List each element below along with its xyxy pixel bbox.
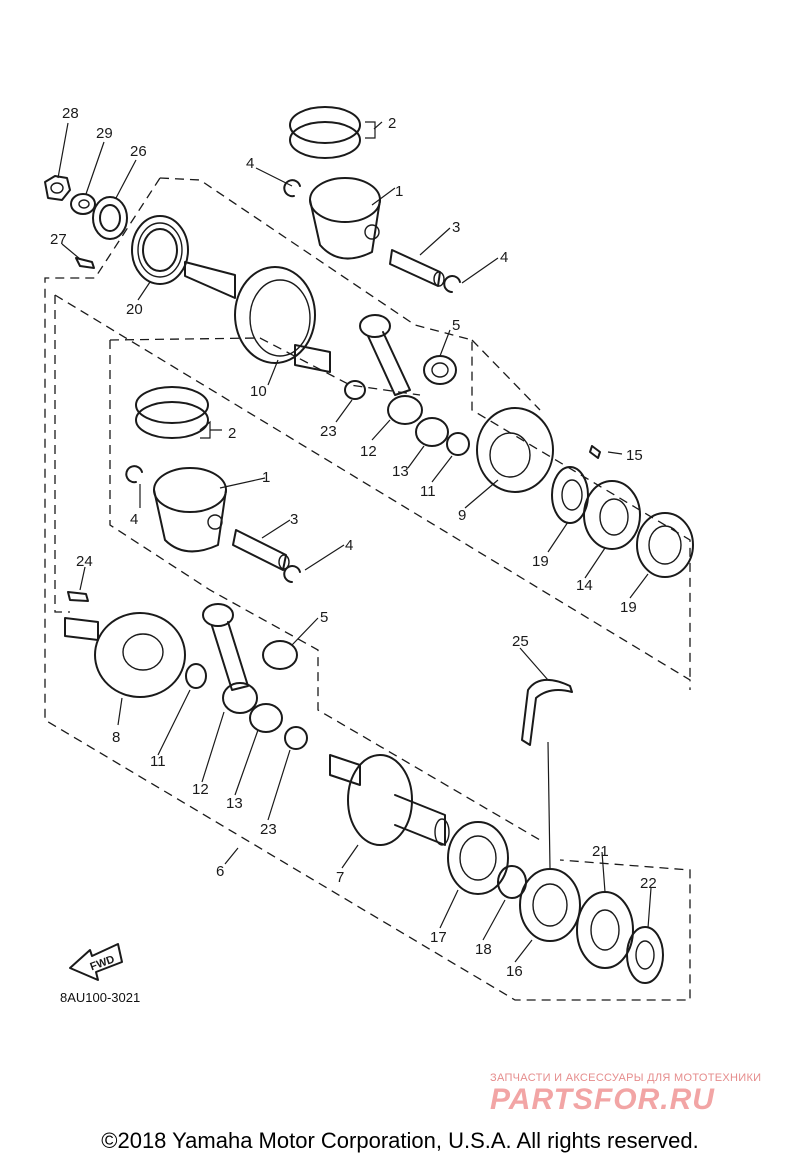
bearing-16 (519, 868, 581, 942)
label-6: 6 (216, 863, 224, 880)
crank-web-8 (64, 612, 186, 698)
piston-pin-3-lower (232, 529, 290, 571)
pin-15 (589, 445, 601, 459)
label-20: 20 (126, 301, 143, 318)
needle-bearing-5-upper (423, 355, 457, 385)
boundary-right (471, 339, 541, 411)
label-16: 16 (506, 963, 523, 980)
oil-seal-26 (92, 196, 128, 240)
label-3-lower: 3 (290, 511, 298, 528)
label-24: 24 (76, 553, 93, 570)
label-19-a: 19 (532, 553, 549, 570)
crankshaft-7 (329, 754, 450, 846)
label-4-lower-b: 4 (345, 537, 353, 554)
label-25: 25 (512, 633, 529, 650)
washer-23-lower (284, 726, 308, 750)
label-2-lower: 2 (228, 425, 236, 442)
label-9: 9 (458, 507, 466, 524)
needle-bearing-13-upper (415, 417, 449, 447)
piston-rings-2-upper (289, 106, 361, 159)
label-12-lower: 12 (192, 781, 209, 798)
piston-rings-2-lower (135, 386, 209, 439)
label-4-upper-a: 4 (246, 155, 254, 172)
label-1-upper: 1 (395, 183, 403, 200)
labyrinth-seal-14 (583, 480, 641, 550)
label-2-upper: 2 (388, 115, 396, 132)
label-8: 8 (112, 729, 120, 746)
label-26: 26 (130, 143, 147, 160)
label-22: 22 (640, 875, 657, 892)
label-23-upper: 23 (320, 423, 337, 440)
bearing-17 (447, 821, 509, 895)
connecting-rod-12-upper (359, 314, 423, 425)
washer-29 (70, 193, 96, 215)
label-13-upper: 13 (392, 463, 409, 480)
circlip-4-lower-b (283, 565, 301, 583)
label-12-upper: 12 (360, 443, 377, 460)
boundary-mid (54, 294, 691, 690)
circlip-4-upper-a (283, 179, 301, 198)
label-14: 14 (576, 577, 593, 594)
bearing-19-b (636, 512, 694, 578)
label-11-upper: 11 (420, 483, 436, 500)
washer-23-upper (344, 380, 366, 400)
label-4-upper-b: 4 (500, 249, 508, 266)
crank-web-9 (476, 407, 554, 493)
label-17: 17 (430, 929, 447, 946)
piston-1-lower (153, 467, 227, 553)
label-18: 18 (475, 941, 492, 958)
label-28: 28 (62, 105, 79, 122)
watermark-tagline: ЗАПЧАСТИ И АКСЕССУАРЫ ДЛЯ МОТОТЕХНИКИ (490, 1072, 762, 1084)
fwd-arrow-icon: FWD (69, 943, 123, 981)
watermark-logo: PARTSFOR.RU (490, 1083, 715, 1116)
label-5-lower: 5 (320, 609, 328, 626)
key-24 (67, 591, 89, 602)
needle-bearing-5-lower (262, 640, 298, 670)
piston-pin-3-upper (389, 249, 445, 287)
crankshaft-10 (184, 261, 331, 373)
label-13-lower: 13 (226, 795, 243, 812)
circlip-25 (521, 679, 573, 746)
label-29: 29 (96, 125, 113, 142)
label-3-upper: 3 (452, 219, 460, 236)
diagram-code: 8AU100-3021 (60, 990, 141, 1005)
circlip-4-upper-b (443, 275, 461, 293)
label-5-upper: 5 (452, 317, 460, 334)
label-15: 15 (626, 447, 643, 464)
bearing-20 (131, 215, 189, 285)
label-27: 27 (50, 231, 67, 248)
label-19-b: 19 (620, 599, 637, 616)
copyright-text: ©2018 Yamaha Motor Corporation, U.S.A. A… (101, 1128, 699, 1153)
boundary-lower-top (109, 337, 421, 396)
leader-lines (57, 121, 652, 963)
label-21: 21 (592, 843, 609, 860)
boundary-lower-crank (109, 340, 541, 841)
label-10: 10 (250, 383, 267, 400)
label-4-lower-a: 4 (130, 511, 138, 528)
connecting-rod-12-lower (202, 603, 258, 714)
label-1-lower: 1 (262, 469, 270, 486)
washer-11-lower (185, 663, 207, 689)
label-7: 7 (336, 869, 344, 886)
circlip-4-lower-a (125, 465, 143, 484)
bearing-19-a (551, 466, 589, 524)
gear-22 (626, 926, 664, 984)
label-23-lower: 23 (260, 821, 277, 838)
boundary-upper-crank-left (44, 177, 691, 1001)
boundary-upper-crank (159, 177, 691, 680)
oil-seal-21 (576, 891, 634, 969)
needle-bearing-13-lower (249, 703, 283, 733)
nut-28 (44, 175, 71, 201)
label-11-lower: 11 (150, 753, 166, 770)
key-27 (75, 257, 95, 269)
washer-11-upper (446, 432, 470, 456)
boundary-left-inner (54, 295, 70, 613)
piston-1-upper (309, 177, 381, 260)
